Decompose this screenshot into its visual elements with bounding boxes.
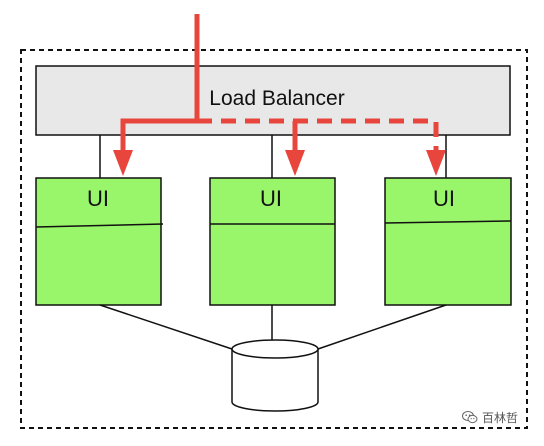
db-connectors [99, 304, 447, 350]
ui-node-1 [35, 177, 164, 306]
lb-connectors [99, 135, 447, 178]
watermark: 百林哲 [462, 409, 518, 426]
ui-node-2-label: UI [260, 186, 282, 211]
database-cylinder [231, 339, 319, 412]
flow-arrowheads [113, 150, 446, 176]
watermark-text: 百林哲 [482, 411, 519, 425]
arrowhead-ui-2 [285, 150, 305, 176]
load-balancer-label: Load Balancer [209, 87, 345, 110]
ui-node-3-label: UI [433, 186, 455, 211]
arrowhead-ui-1 [113, 150, 133, 176]
system-boundary [20, 49, 528, 429]
arrowhead-ui-3 [426, 150, 446, 176]
db-connector-1 [99, 304, 233, 350]
ui-node-1-label: UI [87, 186, 109, 211]
flow-line-ui-1 [120, 118, 197, 152]
wechat-icon [462, 411, 478, 424]
request-flow [120, 14, 439, 152]
ui-node-2 [209, 177, 336, 306]
ui-node-3-divider [384, 220, 512, 224]
ui-node-1-divider [35, 223, 164, 228]
db-connector-3 [317, 304, 447, 350]
flow-line-ui-2-3 [197, 118, 439, 152]
ui-node-3 [384, 177, 512, 306]
